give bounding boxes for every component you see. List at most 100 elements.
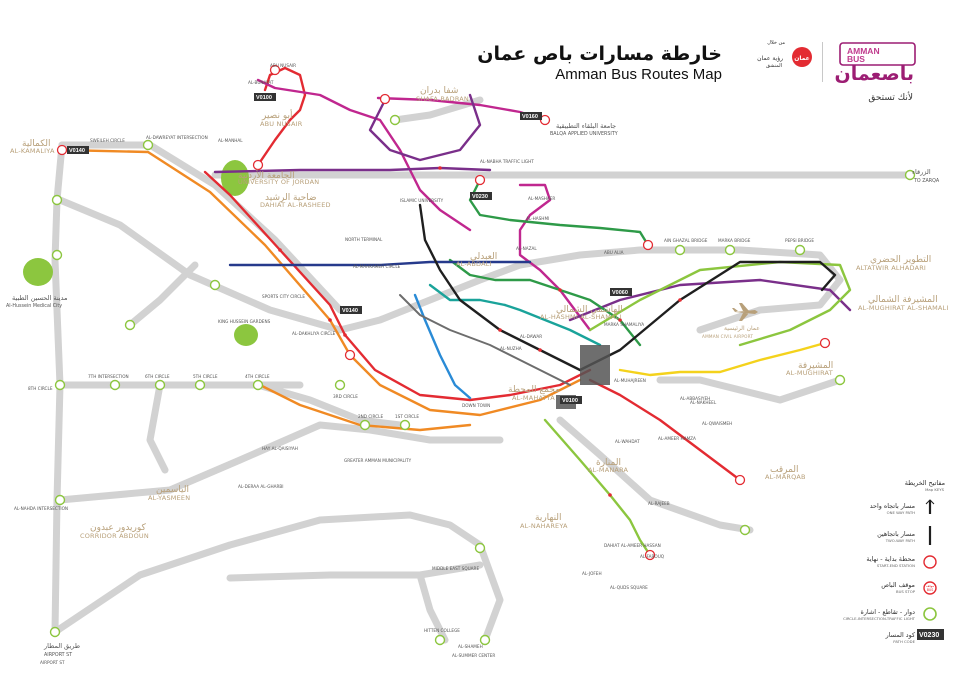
route-grey bbox=[399, 294, 571, 386]
road-mughirat bbox=[656, 376, 844, 404]
partner-logo: من خلال رؤية عمان المنشق عمان bbox=[757, 40, 812, 69]
district-label-en: AL-HASHMI AL-SHAMALI bbox=[540, 313, 622, 321]
start-end-station bbox=[344, 349, 356, 361]
circle-5th bbox=[194, 379, 206, 391]
svg-text:V0140: V0140 bbox=[342, 308, 358, 314]
bus-stop bbox=[538, 348, 542, 352]
route-magenta bbox=[256, 78, 472, 232]
header-divider bbox=[822, 42, 823, 82]
circle-2nd bbox=[359, 419, 371, 431]
route-purple-shafa bbox=[368, 93, 482, 162]
district-label-en: AL-MANARA bbox=[588, 466, 629, 474]
bus-stop bbox=[343, 333, 347, 337]
district-label-en: CORRIDOR ABDOUN bbox=[80, 532, 149, 540]
path-code: V0140 bbox=[67, 146, 89, 154]
logo-ar: باصعمان bbox=[835, 63, 914, 85]
circle-kamaliya bbox=[51, 194, 63, 206]
place-label: SWEILEH CIRCLE bbox=[90, 138, 125, 143]
district-label-ar: التطوير الحضري bbox=[870, 255, 931, 265]
circle-7th bbox=[109, 379, 121, 391]
circle-medical bbox=[51, 249, 63, 261]
svg-text:V0160: V0160 bbox=[522, 114, 538, 120]
district-label-en: ABU NUSAIR bbox=[260, 120, 303, 128]
edge-label-en: AIRPORT ST bbox=[44, 652, 72, 658]
start-end-station bbox=[819, 337, 831, 349]
circle-sports-city bbox=[209, 279, 221, 291]
circle-1st bbox=[399, 419, 411, 431]
legend-item-en: PATH CODE bbox=[893, 639, 915, 644]
road-south bbox=[56, 421, 504, 504]
start-end-station bbox=[252, 159, 264, 171]
district-label-ar: العبدلي bbox=[470, 252, 497, 262]
road-kamaliya-airport bbox=[51, 141, 66, 636]
circle-pepsi-bridge bbox=[794, 244, 806, 256]
park-king-hussein-gardens bbox=[234, 324, 258, 346]
place-label: AIN GHAZAL BRIDGE bbox=[664, 238, 708, 243]
place-label: AL-NAZAL bbox=[516, 246, 537, 251]
route-yellow bbox=[618, 341, 827, 377]
tagline: لأنك تستحق bbox=[868, 91, 913, 103]
place-label: KING HUSSEIN GARDENS bbox=[218, 319, 271, 324]
circle-marqab-east bbox=[739, 524, 751, 536]
place-label: AL-SHAMEH bbox=[458, 644, 483, 649]
edge-label-en: TO ZARQA bbox=[913, 178, 940, 184]
place-label: ABU NUSAIR bbox=[270, 63, 296, 68]
road-west-ring bbox=[56, 196, 844, 334]
bus-stop bbox=[558, 288, 562, 292]
map-legend: مفاتيح الخريطة Map KEYS مسار باتجاه واحد… bbox=[843, 479, 945, 644]
bus-stop-word-en: BUS bbox=[927, 588, 934, 592]
place-label: 4TH CIRCLE bbox=[245, 374, 270, 379]
circle-ain-ghazal bbox=[674, 244, 686, 256]
circle-dawreyat bbox=[142, 139, 154, 151]
district-label-ar: المرقب bbox=[770, 465, 799, 475]
district-label-ar: الجامعة الأردنية bbox=[238, 169, 295, 181]
road-north bbox=[391, 96, 484, 124]
bus-stop bbox=[498, 328, 502, 332]
place-label: AL-QWAISMEH bbox=[702, 421, 732, 426]
place-label: HAY AL-QAISIYAH bbox=[262, 446, 298, 451]
road-south-east bbox=[51, 511, 504, 644]
place-label: AL-MASHAER bbox=[528, 196, 555, 201]
road-kamaliya-downtown bbox=[58, 141, 344, 314]
start-end-station bbox=[56, 144, 68, 156]
district-label-ar: المشيرفة الشمالي bbox=[868, 295, 938, 305]
partner-name: رؤية عمان bbox=[757, 55, 783, 62]
start-end-station bbox=[644, 549, 656, 561]
road-middle-east bbox=[226, 561, 484, 582]
edge-label-ar: مدينة الحسين الطبية bbox=[12, 294, 68, 302]
route-green-abualia bbox=[468, 178, 650, 247]
place-label: AL-AMEER HAMZA bbox=[658, 436, 696, 441]
place-label: AL-ABBASIYEH bbox=[680, 396, 710, 401]
legend-item-en: TWO-WAY PATH bbox=[885, 538, 915, 543]
bus-stop bbox=[278, 248, 282, 252]
route-red-marqab bbox=[588, 378, 742, 482]
svg-text:V0140: V0140 bbox=[69, 148, 85, 154]
path-code-icon bbox=[917, 629, 944, 640]
place-label: AL-MAHKAMEH CIRCLE bbox=[353, 264, 401, 269]
district-label-en: AL-NAHAREYA bbox=[520, 522, 568, 530]
path-code: V0140 bbox=[340, 306, 362, 314]
route-purple-east bbox=[568, 278, 852, 322]
circle-8th bbox=[54, 379, 66, 391]
circle-sweileh-south bbox=[124, 319, 136, 331]
circle-zarqa bbox=[904, 169, 916, 181]
place-label: AL-BUNAYAT bbox=[248, 80, 274, 85]
district-label-en: AL-MUGHIRAT AL-SHAMALI bbox=[858, 304, 949, 312]
path-code: V0100 bbox=[560, 396, 582, 404]
place-label: DAHIAT AL-AMEER HASSAN bbox=[604, 543, 661, 548]
district-label-ar: الكمالية bbox=[22, 139, 50, 149]
route-red bbox=[203, 170, 592, 402]
place-label: DOWN TOWN bbox=[462, 403, 490, 408]
legend-item-en: CIRCLE-INTERSECTION-TRAFFIC LIGHT bbox=[843, 616, 916, 621]
bus-stop-word-ar: موقف bbox=[926, 584, 934, 588]
place-label: MIDDLE EAST SQUARE bbox=[432, 566, 479, 571]
road-circle-down bbox=[254, 381, 404, 429]
place-label: 6TH CIRCLE bbox=[145, 374, 170, 379]
amman-bus-logo: AMMAN BUS باصعمان bbox=[835, 42, 916, 85]
legend-title-en: Map KEYS bbox=[925, 487, 944, 492]
circle-airport-st bbox=[49, 626, 61, 638]
district-label-en: AL-MUGHIRAT bbox=[786, 369, 833, 377]
path-code-labels: V0140 V0100 V0160 V0230 V0060 V0140 V010… bbox=[67, 93, 632, 404]
circle-marka-bridge bbox=[724, 244, 736, 256]
place-label: AL-SUMMER CENTER bbox=[452, 653, 495, 658]
